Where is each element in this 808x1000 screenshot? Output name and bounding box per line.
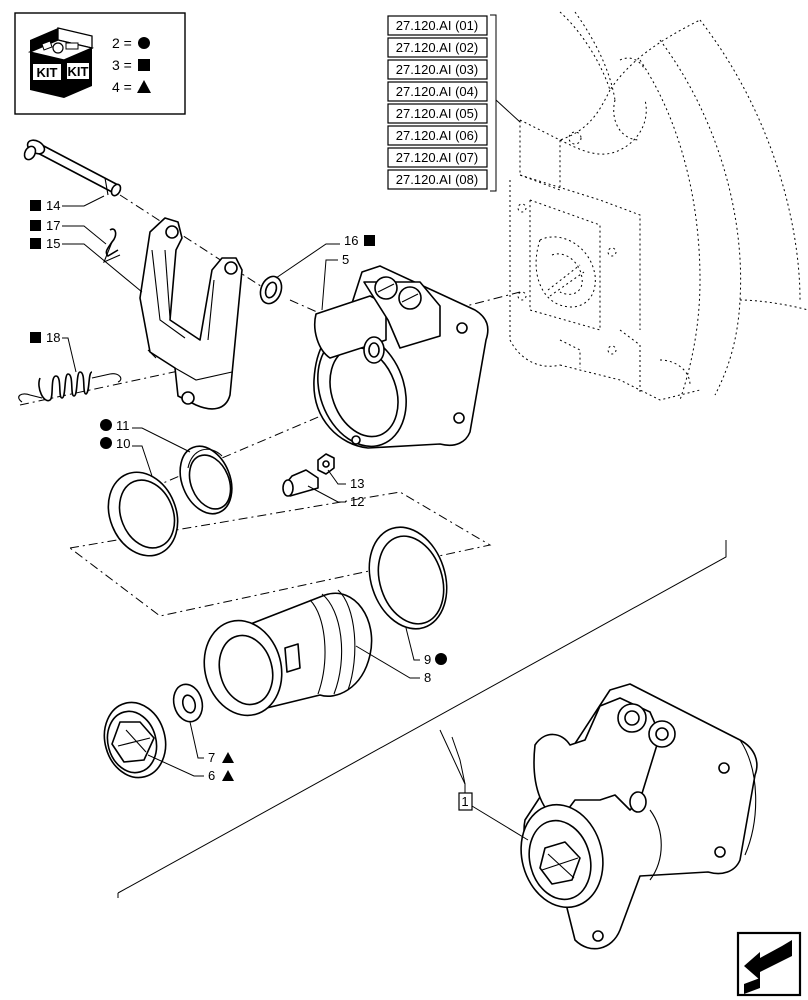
- circle-symbol-icon: [100, 419, 112, 431]
- reference-leader: [495, 99, 521, 123]
- circle-symbol-icon: [138, 37, 150, 49]
- callout-16[interactable]: 16: [275, 233, 375, 279]
- bolt-part-12: [282, 469, 319, 497]
- callout-7[interactable]: 7: [189, 721, 234, 765]
- callout-12[interactable]: 12: [307, 485, 364, 509]
- piston-part-8: [203, 589, 373, 717]
- svg-text:27.120.AI (02): 27.120.AI (02): [396, 40, 478, 55]
- previous-page-arrow-icon[interactable]: [736, 931, 802, 997]
- svg-text:27.120.AI (07): 27.120.AI (07): [396, 150, 478, 165]
- o-ring-part-9: [368, 526, 448, 630]
- callout-number: 11: [116, 418, 130, 433]
- callout-number: 17: [46, 218, 60, 233]
- square-symbol-icon: [138, 59, 150, 71]
- kit-entry-text: 3 =: [112, 57, 132, 73]
- reference-bracket: [490, 14, 497, 192]
- svg-text:27.120.AI (04): 27.120.AI (04): [396, 84, 478, 99]
- shift-fork-part-15: [139, 217, 243, 410]
- callout-8[interactable]: 8: [355, 645, 431, 685]
- reference-list: 27.120.AI (01) 27.120.AI (02) 27.120.AI …: [387, 14, 521, 192]
- kit-entry-text: 2 =: [112, 35, 132, 51]
- callout-number: 14: [46, 198, 60, 213]
- reference-item[interactable]: 27.120.AI (01): [387, 15, 488, 36]
- callout-number: 18: [46, 330, 60, 345]
- callout-18[interactable]: 18: [30, 330, 77, 373]
- callout-1[interactable]: 1: [439, 729, 529, 841]
- plug-part-6: [103, 701, 167, 779]
- circle-symbol-icon: [100, 437, 112, 449]
- callout-number: 6: [208, 768, 215, 783]
- square-symbol-icon: [30, 332, 41, 343]
- svg-text:27.120.AI (08): 27.120.AI (08): [396, 172, 478, 187]
- svg-text:27.120.AI (06): 27.120.AI (06): [396, 128, 478, 143]
- callout-number: 12: [350, 494, 364, 509]
- square-symbol-icon: [30, 238, 41, 249]
- square-symbol-icon: [364, 235, 375, 246]
- callout-17[interactable]: 17: [30, 218, 107, 245]
- callout-10[interactable]: 10: [100, 436, 153, 477]
- callout-number: 1: [461, 794, 468, 809]
- kit-legend-entry-2: 2 =: [112, 35, 150, 51]
- actuator-body-part-5: [313, 265, 489, 449]
- callout-number: 8: [424, 670, 431, 685]
- callout-9[interactable]: 9: [405, 627, 447, 667]
- kit-icon-text-left: KIT: [37, 65, 58, 80]
- callout-11[interactable]: 11: [100, 418, 191, 453]
- spring-part-18: [18, 371, 122, 403]
- callout-15[interactable]: 15: [30, 236, 143, 293]
- square-symbol-icon: [30, 220, 41, 231]
- kit-legend-entry-3: 3 =: [112, 57, 150, 73]
- washer-part-7: [172, 683, 204, 723]
- callout-number: 5: [342, 252, 349, 267]
- pin-part-14: [23, 139, 122, 197]
- washer-part-16: [259, 275, 283, 305]
- kit-icon-text-right: KIT: [68, 64, 89, 79]
- clip-part-17: [102, 228, 121, 264]
- svg-text:27.120.AI (03): 27.120.AI (03): [396, 62, 478, 77]
- triangle-symbol-icon: [222, 770, 234, 781]
- svg-text:27.120.AI (01): 27.120.AI (01): [396, 18, 478, 33]
- seal-ring-part-11: [179, 445, 233, 515]
- callout-number: 10: [116, 436, 130, 451]
- kit-box-icon: KIT KIT: [27, 27, 95, 98]
- callout-number: 15: [46, 236, 60, 251]
- reference-item[interactable]: 27.120.AI (02): [387, 37, 488, 58]
- callout-5[interactable]: 5: [321, 252, 349, 311]
- callout-14[interactable]: 14: [30, 195, 105, 213]
- triangle-symbol-icon: [137, 80, 151, 93]
- reference-item[interactable]: 27.120.AI (08): [387, 169, 488, 190]
- circle-symbol-icon: [435, 653, 447, 665]
- transmission-housing-ghost: [509, 11, 808, 401]
- reference-item[interactable]: 27.120.AI (06): [387, 125, 488, 146]
- kit-legend-entry-4: 4 =: [112, 79, 151, 95]
- callout-6[interactable]: 6: [147, 754, 234, 783]
- reference-item[interactable]: 27.120.AI (05): [387, 103, 488, 124]
- callout-number: 13: [350, 476, 364, 491]
- assembled-unit-part-1: [520, 683, 758, 950]
- square-symbol-icon: [30, 200, 41, 211]
- callout-number: 9: [424, 652, 431, 667]
- reference-item[interactable]: 27.120.AI (07): [387, 147, 488, 168]
- reference-item[interactable]: 27.120.AI (03): [387, 59, 488, 80]
- nut-part-13: [317, 453, 335, 475]
- section-divider-line: [117, 540, 727, 894]
- callout-number: 16: [344, 233, 358, 248]
- triangle-symbol-icon: [222, 752, 234, 763]
- callout-13[interactable]: 13: [327, 469, 364, 491]
- svg-text:27.120.AI (05): 27.120.AI (05): [396, 106, 478, 121]
- kit-legend: KIT KIT 2 = 3 = 4 =: [14, 12, 186, 115]
- kit-entry-text: 4 =: [112, 79, 132, 95]
- seal-ring-part-10: [107, 471, 179, 557]
- reference-item[interactable]: 27.120.AI (04): [387, 81, 488, 102]
- callout-number: 7: [208, 750, 215, 765]
